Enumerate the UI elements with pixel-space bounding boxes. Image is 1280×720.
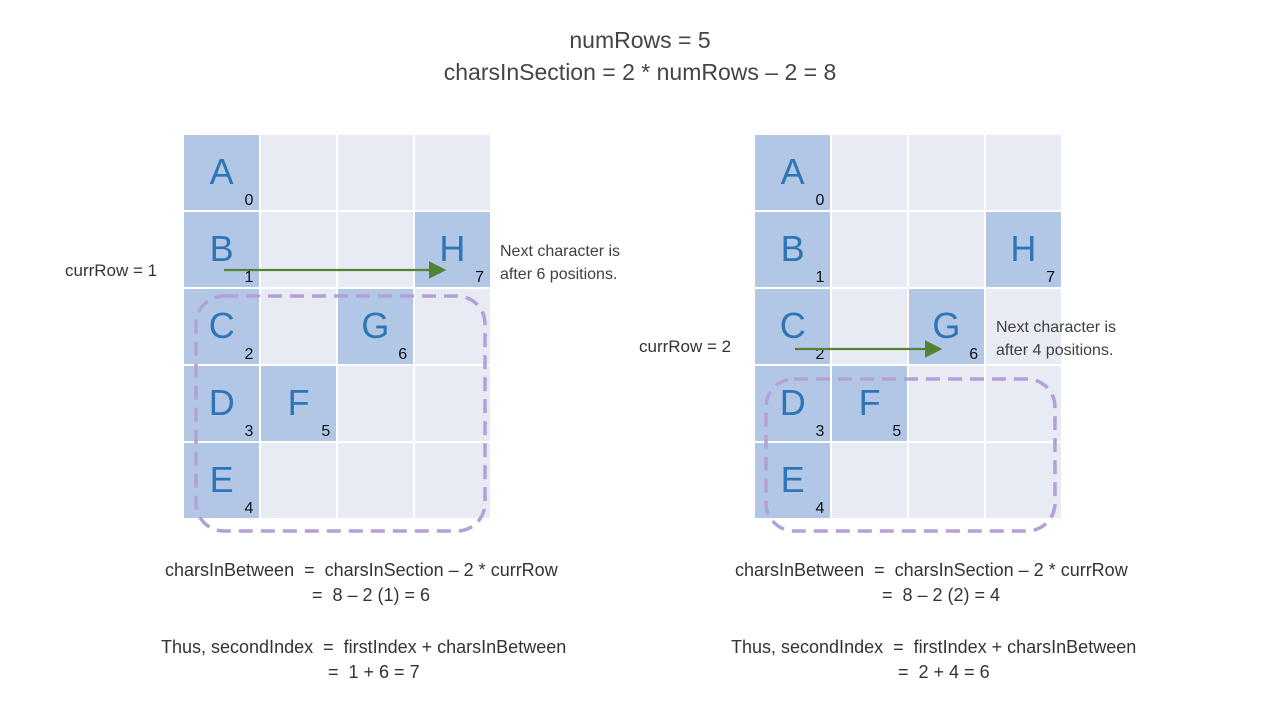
- next-char-note-left: Next character is after 6 positions.: [500, 240, 620, 286]
- cell-index: 7: [475, 269, 484, 287]
- cell-empty: [831, 135, 908, 211]
- eq-chars-in-between-result-left: = 8 – 2 (1) = 6: [312, 585, 431, 605]
- cell-letter: D: [208, 381, 235, 423]
- cell-empty: [337, 135, 414, 211]
- cell-empty: [831, 211, 908, 288]
- cell-index: 5: [892, 423, 902, 441]
- cell-letter: B: [780, 227, 805, 269]
- cell-letter: C: [208, 304, 235, 346]
- cell-index: 4: [244, 500, 254, 517]
- cell-index: 5: [321, 423, 331, 441]
- cell-empty: [414, 135, 490, 211]
- eq-chars-in-between-right: charsInBetween = charsInSection – 2 * cu…: [735, 560, 1128, 580]
- cell-empty: [337, 365, 414, 442]
- cell-empty: [831, 442, 908, 518]
- cell-letter: G: [932, 304, 961, 346]
- cell-letter: C: [779, 304, 806, 346]
- cell-empty: [985, 135, 1061, 211]
- cell-index: 7: [1046, 269, 1055, 287]
- eq-second-index-left: Thus, secondIndex = firstIndex + charsIn…: [161, 637, 567, 657]
- cell-letter: A: [780, 151, 805, 192]
- cell-index: 4: [815, 500, 825, 517]
- next-char-note-right: Next character is after 4 positions.: [996, 316, 1116, 362]
- curr-row-label-right: currRow = 2: [639, 337, 732, 356]
- note-line: Next character is: [996, 319, 1117, 336]
- cell-index: 2: [244, 346, 254, 364]
- cell-empty: [985, 288, 1061, 365]
- eq-second-index-right: Thus, secondIndex = firstIndex + charsIn…: [731, 637, 1137, 657]
- note-line: after 6 positions.: [500, 266, 618, 283]
- cell-empty: [908, 442, 985, 518]
- cell-empty: [337, 211, 414, 288]
- cell-empty: [414, 288, 490, 365]
- cell-empty: [414, 442, 490, 518]
- note-line: after 4 positions.: [996, 342, 1114, 359]
- cell-index: 1: [815, 269, 825, 287]
- eq-second-index-result-left: = 1 + 6 = 7: [328, 662, 420, 682]
- cell-letter: B: [209, 227, 234, 269]
- eq-chars-in-between-result-right: = 8 – 2 (2) = 4: [882, 585, 1001, 605]
- dashed-group-box-right: [764, 377, 1057, 533]
- cell-index: 3: [244, 423, 254, 441]
- cell-empty: [260, 211, 337, 288]
- cell-empty: [414, 365, 490, 442]
- eq-chars-in-between-left: charsInBetween = charsInSection – 2 * cu…: [165, 560, 558, 580]
- cell-index: 6: [969, 346, 979, 364]
- cell-empty: [908, 211, 985, 288]
- cell-letter: A: [209, 151, 234, 192]
- cell-empty: [985, 442, 1061, 518]
- cell-empty: [831, 288, 908, 365]
- cell-index: 2: [815, 346, 825, 364]
- cell-index: 1: [244, 269, 254, 287]
- cell-letter: F: [858, 381, 881, 423]
- cell-empty: [260, 288, 337, 365]
- cell-empty: [337, 442, 414, 518]
- cell-letter: H: [1010, 227, 1037, 269]
- cell-empty: [260, 442, 337, 518]
- cell-index: 0: [244, 192, 254, 210]
- cell-index: 3: [815, 423, 825, 441]
- header-chars-in-section: charsInSection = 2 * numRows – 2 = 8: [443, 59, 837, 85]
- cell-index: 0: [815, 192, 825, 210]
- cell-letter: G: [361, 304, 390, 346]
- note-line: Next character is: [500, 243, 621, 260]
- cell-letter: E: [209, 458, 234, 500]
- eq-second-index-result-right: = 2 + 4 = 6: [898, 662, 990, 682]
- header-numrows: numRows = 5: [569, 27, 711, 53]
- curr-row-label-left: currRow = 1: [65, 261, 158, 280]
- cell-letter: D: [779, 381, 806, 423]
- dashed-group-box-left: [194, 294, 487, 533]
- cell-letter: E: [780, 458, 805, 500]
- cell-empty: [908, 135, 985, 211]
- cell-empty: [260, 135, 337, 211]
- cell-letter: F: [287, 381, 310, 423]
- cell-index: 6: [398, 346, 408, 364]
